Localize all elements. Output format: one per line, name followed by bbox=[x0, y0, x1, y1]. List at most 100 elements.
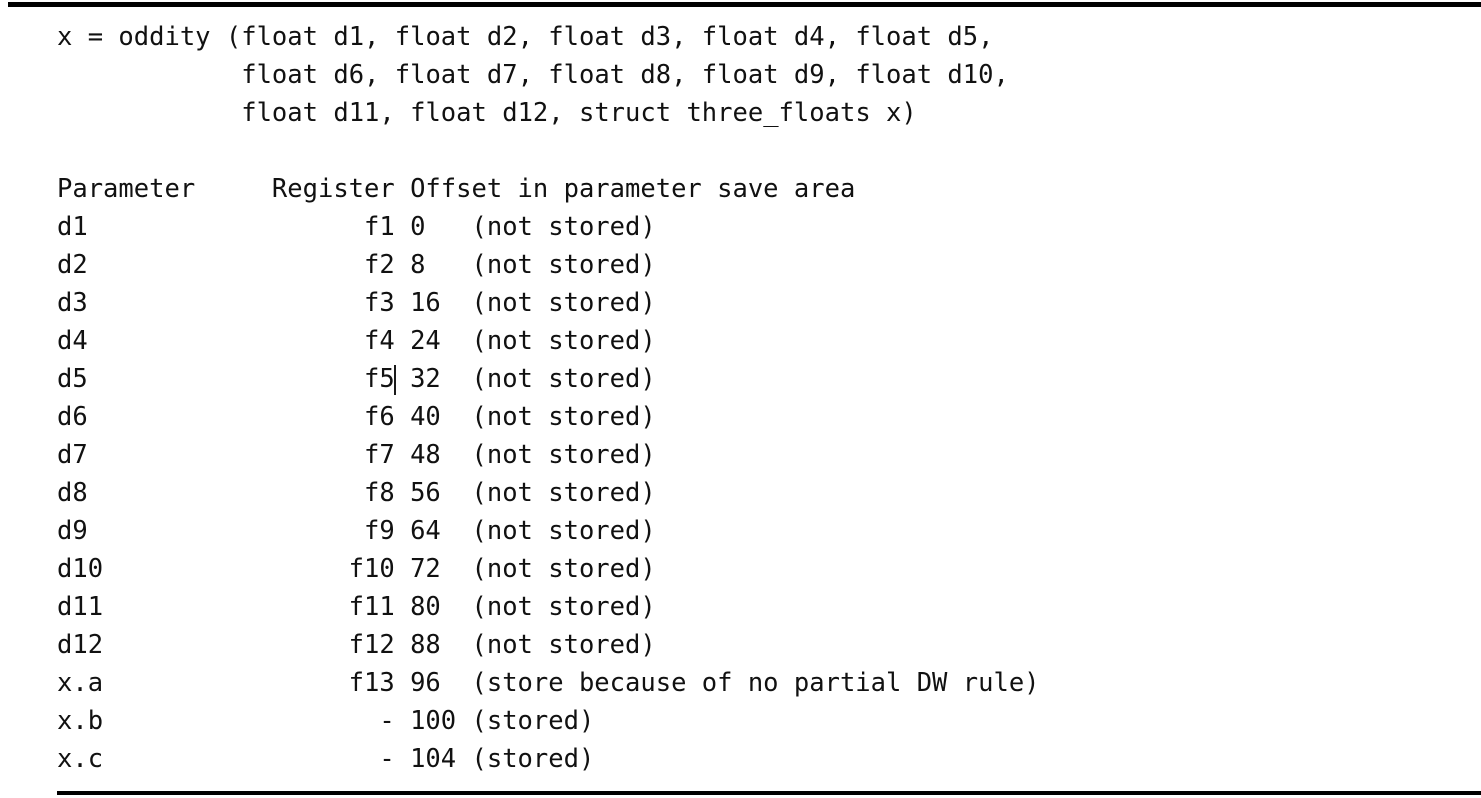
cell-register-text: f12 bbox=[348, 630, 395, 660]
cell-register: f9 bbox=[257, 512, 395, 550]
cell-parameter: d2 bbox=[57, 250, 88, 280]
cell-offset: 48 bbox=[410, 440, 441, 470]
cell-parameter: d6 bbox=[57, 402, 88, 432]
figure-bottom-rule bbox=[57, 791, 1481, 795]
table-row: d7 f7 48 (not stored) bbox=[57, 436, 1040, 474]
cell-parameter: d12 bbox=[57, 630, 104, 660]
cell-parameter: x.b bbox=[57, 706, 104, 736]
cell-note: (store because of no partial DW rule) bbox=[471, 668, 1040, 698]
cell-register: f2 bbox=[257, 246, 395, 284]
cell-note: (not stored) bbox=[471, 326, 656, 356]
cell-register: f6 bbox=[257, 398, 395, 436]
table-row: d2 f2 8 (not stored) bbox=[57, 246, 1040, 284]
cell-register: - bbox=[257, 740, 395, 778]
cell-parameter: d8 bbox=[57, 478, 88, 508]
signature-line-3: float d11, float d12, struct three_float… bbox=[57, 98, 917, 128]
cell-parameter: d5 bbox=[57, 364, 88, 394]
code-listing: x = oddity (float d1, float d2, float d3… bbox=[57, 18, 1040, 778]
cell-offset: 0 bbox=[410, 212, 426, 242]
cell-parameter: d10 bbox=[57, 554, 104, 584]
cell-register: f13 bbox=[257, 664, 395, 702]
cell-note: (not stored) bbox=[471, 554, 656, 584]
table-row: d12 f12 88 (not stored) bbox=[57, 626, 1040, 664]
table-header-row: Parameter Register Offset in parameter sa… bbox=[57, 170, 1040, 208]
cell-register-text: f4 bbox=[364, 326, 395, 356]
cell-gap bbox=[395, 398, 410, 436]
cell-note: (not stored) bbox=[471, 592, 656, 622]
cell-register: f1 bbox=[257, 208, 395, 246]
cell-note: (not stored) bbox=[471, 212, 656, 242]
cell-offset: 40 bbox=[410, 402, 441, 432]
cell-gap bbox=[395, 626, 410, 664]
cell-note: (not stored) bbox=[471, 250, 656, 280]
signature-line-1: x = oddity (float d1, float d2, float d3… bbox=[57, 22, 994, 52]
cell-offset: 104 bbox=[410, 744, 457, 774]
cell-note: (not stored) bbox=[471, 516, 656, 546]
blank-separator-line bbox=[57, 132, 1040, 170]
cell-register-text: f7 bbox=[364, 440, 395, 470]
cell-register-text: f3 bbox=[364, 288, 395, 318]
cell-offset: 100 bbox=[410, 706, 457, 736]
cell-register: f8 bbox=[257, 474, 395, 512]
cell-offset: 72 bbox=[410, 554, 441, 584]
cell-parameter: x.a bbox=[57, 668, 104, 698]
header-gap bbox=[395, 170, 410, 208]
cell-register-text: f8 bbox=[364, 478, 395, 508]
cell-note: (not stored) bbox=[471, 402, 656, 432]
cell-parameter: d11 bbox=[57, 592, 104, 622]
table-row: d10 f10 72 (not stored) bbox=[57, 550, 1040, 588]
table-row: d1 f1 0 (not stored) bbox=[57, 208, 1040, 246]
signature-line-2: float d6, float d7, float d8, float d9, … bbox=[57, 60, 1009, 90]
header-offset: Offset in parameter save area bbox=[410, 174, 856, 204]
cell-register-text: - bbox=[379, 744, 395, 774]
cell-register-text: f6 bbox=[364, 402, 395, 432]
cell-register: f12 bbox=[257, 626, 395, 664]
cell-register: - bbox=[257, 702, 394, 740]
cell-offset: 56 bbox=[410, 478, 441, 508]
cell-offset: 64 bbox=[410, 516, 441, 546]
cell-gap bbox=[395, 512, 410, 550]
cell-register: f10 bbox=[257, 550, 395, 588]
cell-note: (not stored) bbox=[471, 288, 656, 318]
cell-note: (stored) bbox=[471, 706, 595, 736]
cell-offset: 8 bbox=[410, 250, 426, 280]
cell-register-text: f13 bbox=[348, 668, 395, 698]
cell-register-text: f2 bbox=[364, 250, 395, 280]
cell-parameter: d1 bbox=[57, 212, 88, 242]
header-register: Register bbox=[271, 174, 395, 204]
cell-note: (stored) bbox=[471, 744, 595, 774]
table-row: d8 f8 56 (not stored) bbox=[57, 474, 1040, 512]
header-parameter: Parameter bbox=[57, 174, 196, 204]
table-row: x.c- 104(stored) bbox=[57, 740, 1040, 778]
cell-gap bbox=[395, 246, 410, 284]
figure-top-rule bbox=[8, 2, 1481, 7]
cell-note: (not stored) bbox=[471, 630, 656, 660]
cell-register-text: f9 bbox=[364, 516, 395, 546]
cell-register: f11 bbox=[257, 588, 395, 626]
cell-parameter: d9 bbox=[57, 516, 88, 546]
cell-gap bbox=[395, 664, 410, 702]
cell-gap bbox=[395, 284, 410, 322]
cell-gap bbox=[395, 360, 410, 398]
cell-register: f7 bbox=[257, 436, 395, 474]
cell-offset: 24 bbox=[410, 326, 441, 356]
cell-offset: 96 bbox=[410, 668, 441, 698]
cell-register-text: f11 bbox=[348, 592, 395, 622]
cell-gap bbox=[395, 322, 410, 360]
cell-offset: 88 bbox=[410, 630, 441, 660]
cell-parameter: d7 bbox=[57, 440, 88, 470]
cell-register-text: f1 bbox=[364, 212, 395, 242]
cell-offset: 16 bbox=[410, 288, 441, 318]
cell-register-text: f10 bbox=[348, 554, 395, 584]
cell-gap bbox=[395, 208, 410, 246]
text-cursor bbox=[393, 365, 396, 395]
cell-gap bbox=[395, 702, 410, 740]
table-row: x.a f13 96 (store because of no partial DW… bbox=[57, 664, 1040, 702]
cell-note: (not stored) bbox=[471, 440, 656, 470]
cell-note: (not stored) bbox=[471, 478, 656, 508]
